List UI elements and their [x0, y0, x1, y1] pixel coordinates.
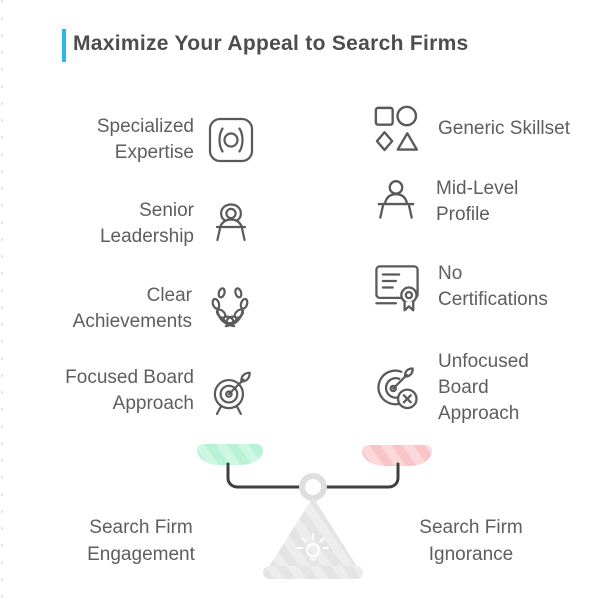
scale-pan-positive: [197, 444, 263, 465]
title-accent-bar: [62, 29, 66, 62]
list-item-mid-level-profile: Mid-Level Profile: [371, 176, 586, 228]
laurel-wreath-icon: [205, 285, 255, 333]
page-title: Maximize Your Appeal to Search Firms: [73, 32, 469, 55]
list-item-no-certifications: No Certifications: [371, 259, 586, 315]
caption-search-firm-ignorance: Search Firm Ignorance: [419, 517, 523, 565]
list-item-unfocused-board-approach: Unfocused Board Approach: [371, 349, 586, 427]
person-at-podium-icon: [371, 176, 421, 228]
list-item-specialized-expertise: Specialized Expertise: [40, 114, 255, 166]
focus-lens-icon: [207, 116, 255, 164]
item-label: No Certifications: [438, 263, 548, 310]
caption-search-firm-engagement: Search Firm Engagement: [87, 517, 195, 565]
certificate-ribbon-icon: [371, 259, 423, 315]
missed-target-icon: [371, 360, 423, 416]
basic-shapes-icon: [371, 103, 423, 155]
list-item-senior-leadership: Senior Leadership: [40, 198, 255, 250]
item-label: Mid-Level Profile: [436, 178, 519, 225]
scale-pivot: [299, 473, 327, 501]
dart-target-icon: [207, 365, 255, 417]
scale-pan-negative: [362, 445, 432, 466]
list-item-generic-skillset: Generic Skillset: [371, 103, 586, 155]
dotted-left-border: [1, 0, 3, 610]
item-label: Specialized Expertise: [96, 116, 194, 163]
item-label: Clear Achievements: [72, 285, 192, 332]
scale-pedestal-base: [263, 566, 363, 579]
item-label: Senior Leadership: [99, 200, 194, 247]
item-label: Unfocused Board Approach: [438, 351, 529, 424]
item-label: Generic Skillset: [438, 118, 570, 139]
lightbulb-icon: [297, 533, 329, 561]
list-item-clear-achievements: Clear Achievements: [40, 283, 255, 335]
item-label: Focused Board Approach: [65, 367, 194, 414]
speaker-at-podium-icon: [207, 199, 255, 249]
list-item-focused-board-approach: Focused Board Approach: [40, 365, 255, 417]
